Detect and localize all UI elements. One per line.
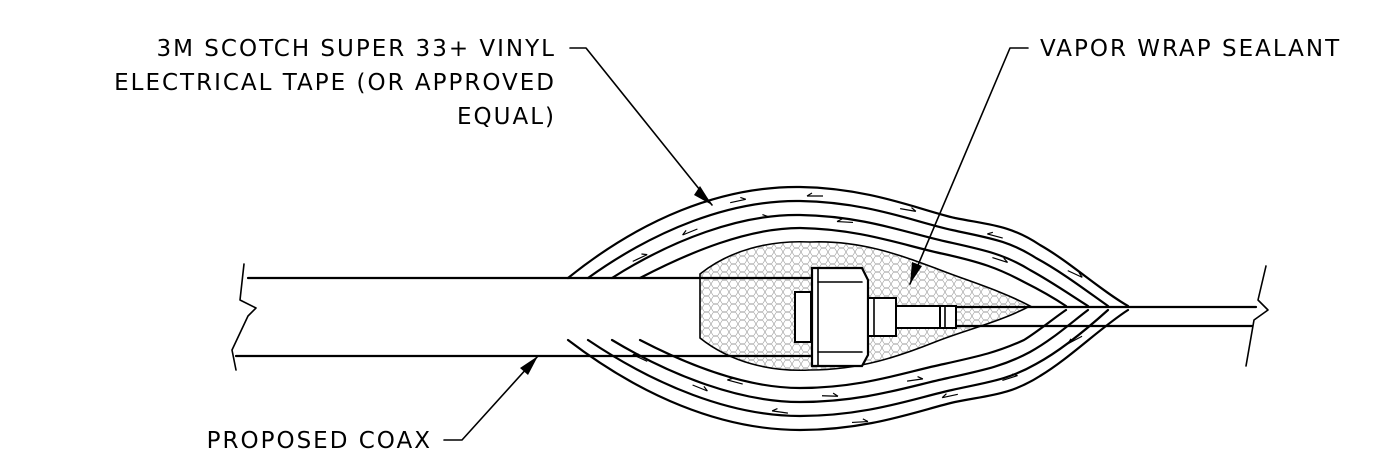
coax-label: PROPOSED COAX <box>207 428 432 454</box>
leader-sealant <box>909 47 1029 285</box>
tape-layers-bottom <box>566 308 1130 432</box>
tape-label-line3: EQUAL) <box>457 104 556 130</box>
sealant-label: VAPOR WRAP SEALANT <box>1040 36 1341 62</box>
tape-layers-top <box>566 185 1130 308</box>
tape-direction-arrows-bottom <box>632 335 1083 424</box>
tape-direction-arrows-top <box>632 192 1083 278</box>
tape-label-line2: ELECTRICAL TAPE (OR APPROVED <box>114 70 556 96</box>
jumper-cable-small <box>954 265 1269 367</box>
coax-cable-large <box>231 263 812 371</box>
leader-coax <box>443 355 539 441</box>
leader-tape <box>569 47 713 206</box>
connector <box>794 266 957 368</box>
tape-label-line1: 3M SCOTCH SUPER 33+ VINYL <box>157 36 556 62</box>
